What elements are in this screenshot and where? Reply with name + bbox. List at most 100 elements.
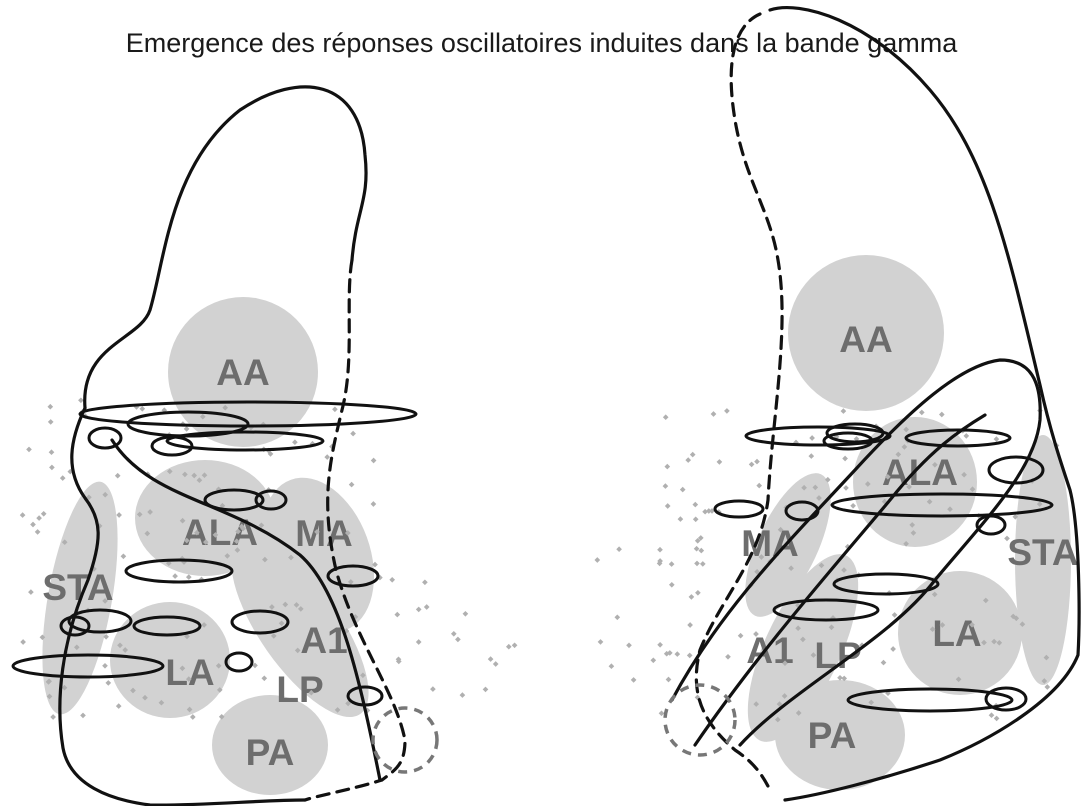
electrode-dot xyxy=(216,687,223,693)
response-ellipse xyxy=(772,598,880,622)
electrode-dot xyxy=(808,453,815,459)
electrode-dot xyxy=(262,556,268,563)
response-ellipse xyxy=(59,615,91,637)
electrode-dot xyxy=(258,522,265,529)
response-ellipse xyxy=(326,564,380,588)
electrode-dot xyxy=(906,484,912,490)
right-region-AA xyxy=(788,255,944,411)
electrode-dot xyxy=(49,464,55,471)
electrode-dot xyxy=(842,455,848,462)
electrode-dot xyxy=(511,642,518,649)
electrode-dot xyxy=(372,561,378,568)
electrode-dot xyxy=(105,680,112,686)
right-outline-inner-line xyxy=(693,413,987,747)
electrode-dot xyxy=(664,503,671,509)
response-ellipse xyxy=(165,430,325,452)
electrode-dot xyxy=(1043,654,1050,661)
electrode-dot xyxy=(891,612,898,618)
electrode-dot xyxy=(903,426,910,433)
electrode-dot xyxy=(348,481,355,488)
electrode-dot xyxy=(350,430,356,437)
electrode-dot xyxy=(191,472,198,479)
electrode-dot xyxy=(725,653,731,660)
electrode-dot xyxy=(724,408,730,414)
electrode-dot xyxy=(812,484,819,491)
electrode-dot xyxy=(186,706,193,713)
electrode-dot xyxy=(668,561,675,567)
left-electrode-dots xyxy=(19,397,518,720)
electrode-dot xyxy=(969,621,975,628)
electrode-dot xyxy=(961,471,967,478)
electrode-dot xyxy=(662,483,669,489)
electrode-dot xyxy=(1041,678,1048,684)
electrode-dot xyxy=(370,457,377,464)
left-region-A1 xyxy=(231,538,369,718)
electrode-dot xyxy=(709,508,715,514)
electrode-dot xyxy=(202,539,209,545)
electrode-dot xyxy=(324,454,331,460)
electrode-dot xyxy=(36,515,42,521)
electrode-dot xyxy=(853,436,860,442)
electrode-dot xyxy=(233,538,240,545)
electrode-dot xyxy=(650,657,657,664)
electrode-dot xyxy=(910,530,917,536)
electrode-dot xyxy=(26,446,32,453)
electrode-dot xyxy=(182,471,188,478)
electrode-dot xyxy=(884,473,891,480)
electrode-dot xyxy=(608,663,615,670)
left-label-PA: PA xyxy=(246,732,295,773)
electrode-dot xyxy=(201,622,207,628)
left-outline-inner xyxy=(110,438,382,782)
left-outline-lower xyxy=(58,406,307,806)
response-ellipse xyxy=(150,435,194,457)
electrode-dot xyxy=(48,449,55,456)
left-dashed-circle xyxy=(371,706,439,774)
electrode-dot xyxy=(218,713,225,720)
right-region-labels: AA ALA MA STA A1 LA LP PA xyxy=(741,319,1078,756)
electrode-dot xyxy=(270,633,277,639)
electrode-dot xyxy=(415,639,422,645)
electrode-dot xyxy=(698,547,705,554)
electrode-dot xyxy=(795,625,801,632)
response-ellipse xyxy=(203,488,265,512)
electrode-dot xyxy=(292,439,298,446)
electrode-dot xyxy=(630,677,637,683)
electrode-dot xyxy=(185,574,192,580)
electrode-dot xyxy=(982,597,989,604)
electrode-dot xyxy=(693,545,700,552)
electrode-dot xyxy=(1019,621,1026,628)
electrode-dot xyxy=(114,472,121,479)
electrode-dot xyxy=(991,638,997,645)
electrode-dot xyxy=(594,557,601,563)
electrode-dot xyxy=(183,537,190,544)
electrode-dot xyxy=(196,477,203,484)
electrode-dot xyxy=(142,694,148,701)
electrode-dot xyxy=(818,562,825,569)
electrode-dot xyxy=(332,406,338,413)
left-region-labels: AA ALA MA STA A1 LA LP PA xyxy=(42,352,352,773)
electrode-dot xyxy=(224,553,231,559)
electrode-dot xyxy=(344,530,351,536)
electrode-dot xyxy=(809,435,815,441)
electrode-dot xyxy=(39,634,46,641)
left-label-ALA: ALA xyxy=(182,512,258,553)
electrode-dot xyxy=(30,521,36,528)
electrode-dot xyxy=(430,686,436,692)
response-ellipse xyxy=(846,687,1014,713)
electrode-dot xyxy=(345,700,351,707)
right-label-PA: PA xyxy=(808,715,857,756)
electrode-dot xyxy=(282,601,289,608)
electrode-dot xyxy=(252,662,258,669)
electrode-dot xyxy=(993,715,1000,722)
electrode-dot xyxy=(179,665,186,672)
electrode-dot xyxy=(841,567,847,573)
electrode-dot xyxy=(215,662,222,669)
right-label-STA: STA xyxy=(1007,532,1078,573)
electrode-dot xyxy=(269,604,275,610)
electrode-dot xyxy=(422,579,428,586)
electrode-dot xyxy=(737,632,744,639)
electrode-dot xyxy=(677,516,684,522)
electrode-dot xyxy=(697,535,704,541)
electrode-dot xyxy=(450,630,457,637)
